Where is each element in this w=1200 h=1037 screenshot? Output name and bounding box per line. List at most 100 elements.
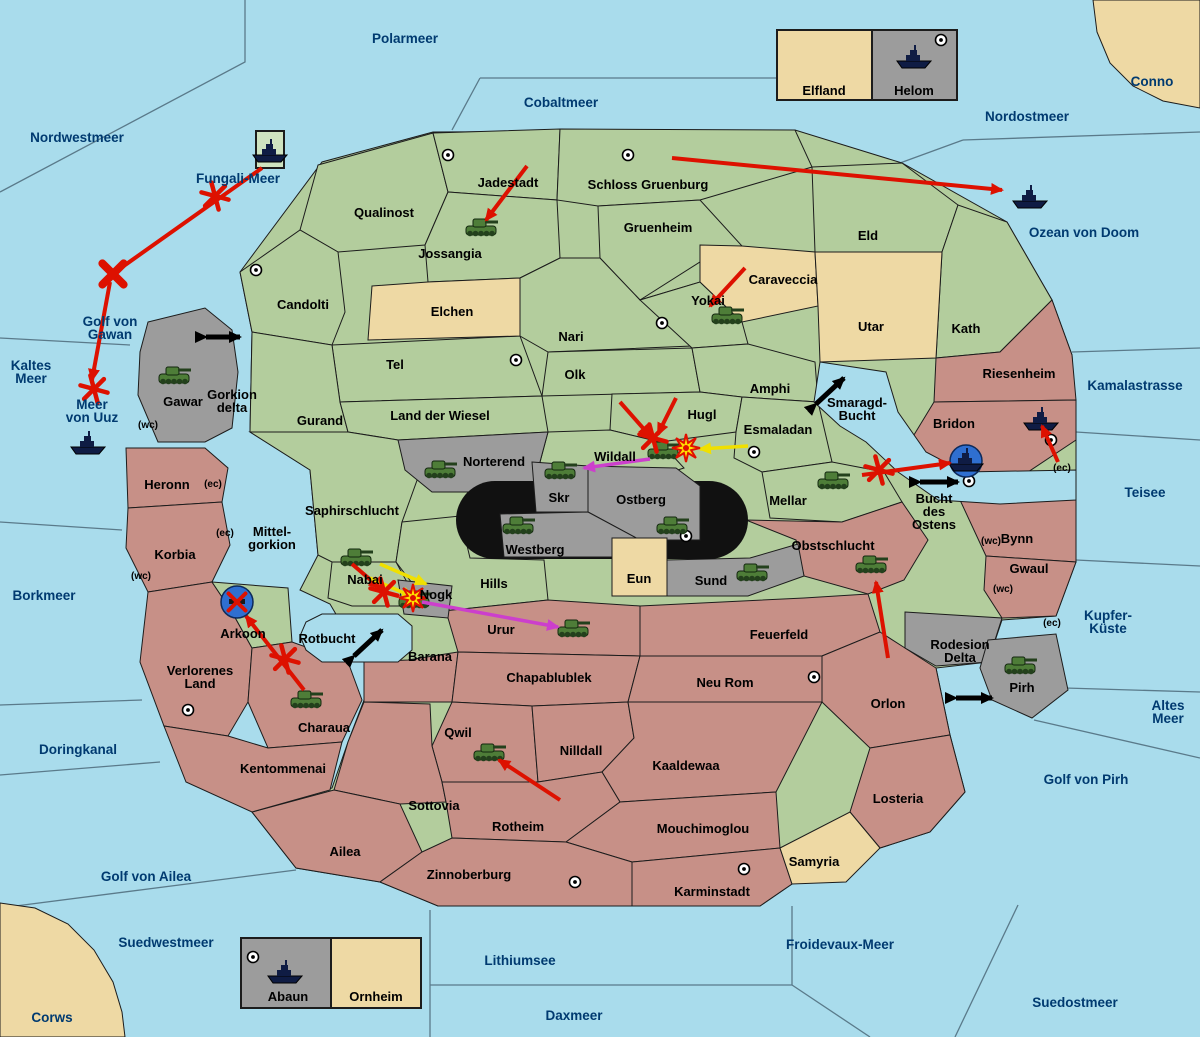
territory-label: Candolti bbox=[277, 297, 329, 312]
territory-label: Obstschlucht bbox=[791, 538, 875, 553]
territory-label: Hugl bbox=[688, 407, 717, 422]
move-arrow-magenta bbox=[582, 457, 651, 473]
supply-center bbox=[737, 862, 751, 876]
region-heronn[interactable] bbox=[125, 447, 229, 509]
region-qwil[interactable] bbox=[431, 701, 539, 783]
territory-label: Tel bbox=[386, 357, 404, 372]
move-arrow-red bbox=[871, 580, 890, 659]
territory-label: Utar bbox=[858, 319, 884, 334]
coast-label: (wc) bbox=[138, 420, 158, 431]
sea-border-line bbox=[1071, 347, 1200, 353]
sea-border-line bbox=[1075, 431, 1200, 441]
move-arrow-red bbox=[671, 156, 1004, 195]
tank-unit[interactable] bbox=[424, 460, 457, 479]
failed-move-x bbox=[98, 259, 128, 289]
sea-label: Golf von Pirh bbox=[1044, 772, 1129, 787]
failed-move-star bbox=[368, 576, 400, 608]
ship-unit[interactable] bbox=[252, 139, 289, 163]
tank-unit[interactable] bbox=[656, 516, 689, 535]
territory-label: Ostberg bbox=[616, 492, 666, 507]
region-kentommenai[interactable] bbox=[163, 725, 343, 813]
region-corws[interactable] bbox=[0, 902, 126, 1037]
move-arrow-red bbox=[244, 614, 306, 692]
supply-center bbox=[621, 148, 635, 162]
ship-unit[interactable] bbox=[267, 960, 304, 984]
ship-unit[interactable] bbox=[896, 45, 933, 69]
sea-border-line bbox=[1075, 559, 1200, 567]
tank-unit[interactable] bbox=[817, 471, 850, 490]
territory-label: Gurand bbox=[297, 413, 343, 428]
coast-label: (wc) bbox=[131, 571, 151, 582]
region-elchen[interactable] bbox=[367, 277, 521, 341]
sea-label: Doringkanal bbox=[39, 742, 117, 757]
territory-label: Qwil bbox=[444, 725, 471, 740]
sea-border-line bbox=[1033, 719, 1200, 759]
coast-label: (wc) bbox=[993, 584, 1013, 595]
sea-label: Corws bbox=[31, 1010, 72, 1025]
sea-border-line bbox=[0, 869, 297, 909]
region-yokai[interactable] bbox=[639, 281, 749, 349]
territory-label: Nari bbox=[558, 329, 583, 344]
territory-label: Schloss Gruenburg bbox=[588, 177, 709, 192]
sea-label: Polarmeer bbox=[372, 31, 439, 46]
territory-label: Elchen bbox=[431, 304, 474, 319]
sea-border-line bbox=[0, 761, 161, 776]
territory-label: Gwaul bbox=[1009, 561, 1048, 576]
region-eun[interactable] bbox=[611, 537, 668, 597]
territory-label: Riesenheim bbox=[983, 366, 1056, 381]
supply-center bbox=[655, 316, 669, 330]
tank-unit[interactable] bbox=[290, 690, 323, 709]
region-tel[interactable] bbox=[331, 335, 543, 403]
region-pirh[interactable] bbox=[979, 633, 1069, 719]
territory-label: Norterend bbox=[463, 454, 525, 469]
ship-unit[interactable] bbox=[948, 444, 985, 478]
tank-unit[interactable] bbox=[465, 218, 498, 237]
territory-label: Ornheim bbox=[349, 989, 402, 1004]
supply-center bbox=[568, 875, 582, 889]
failed-move-star bbox=[78, 373, 110, 405]
move-arrow-yellow bbox=[698, 442, 749, 455]
region-rodesion-delta[interactable] bbox=[904, 611, 1003, 667]
supply-center bbox=[249, 263, 263, 277]
tank-unit[interactable] bbox=[736, 563, 769, 582]
tank-unit[interactable] bbox=[502, 516, 535, 535]
region-utar[interactable] bbox=[814, 251, 943, 363]
tank-unit[interactable] bbox=[711, 306, 744, 325]
tank-unit[interactable] bbox=[1004, 656, 1037, 675]
territory-label: Smaragd-Bucht bbox=[827, 395, 887, 423]
territory-label: Land der Wiesel bbox=[390, 408, 490, 423]
sea-label: Borkmeer bbox=[12, 588, 76, 603]
sea-border-line bbox=[899, 139, 964, 164]
tank-unit[interactable] bbox=[855, 555, 888, 574]
region-conno[interactable] bbox=[1092, 0, 1200, 109]
coast-label: (ec) bbox=[216, 528, 234, 539]
territory-label: Ailea bbox=[329, 844, 361, 859]
territory-label: Bridon bbox=[933, 416, 975, 431]
region-karminstadt[interactable] bbox=[631, 847, 793, 907]
tank-unit[interactable] bbox=[158, 366, 191, 385]
region-gwaul[interactable] bbox=[983, 555, 1077, 619]
territory-label: Charaua bbox=[298, 720, 351, 735]
region-samyria[interactable] bbox=[779, 811, 881, 885]
tank-unit[interactable] bbox=[557, 619, 590, 638]
territory-label: Korbia bbox=[154, 547, 196, 562]
territory-label: Zinnoberburg bbox=[427, 867, 512, 882]
ship-unit[interactable] bbox=[70, 431, 107, 455]
territory-label: Eun bbox=[627, 571, 652, 586]
territory-label: Saphirschlucht bbox=[305, 503, 400, 518]
region-ornheim[interactable] bbox=[330, 937, 422, 1009]
supply-center bbox=[181, 703, 195, 717]
tank-unit[interactable] bbox=[544, 461, 577, 480]
territory-label: Gruenheim bbox=[624, 220, 693, 235]
coast-label: (ec) bbox=[1043, 618, 1061, 629]
territory-label: Samyria bbox=[789, 854, 840, 869]
territory-label: Neu Rom bbox=[696, 675, 753, 690]
failed-move-star bbox=[863, 454, 895, 486]
ship-unit[interactable] bbox=[1012, 185, 1049, 209]
sea-label: Kamalastrasse bbox=[1087, 378, 1183, 393]
territory-label: Mellar bbox=[769, 493, 807, 508]
